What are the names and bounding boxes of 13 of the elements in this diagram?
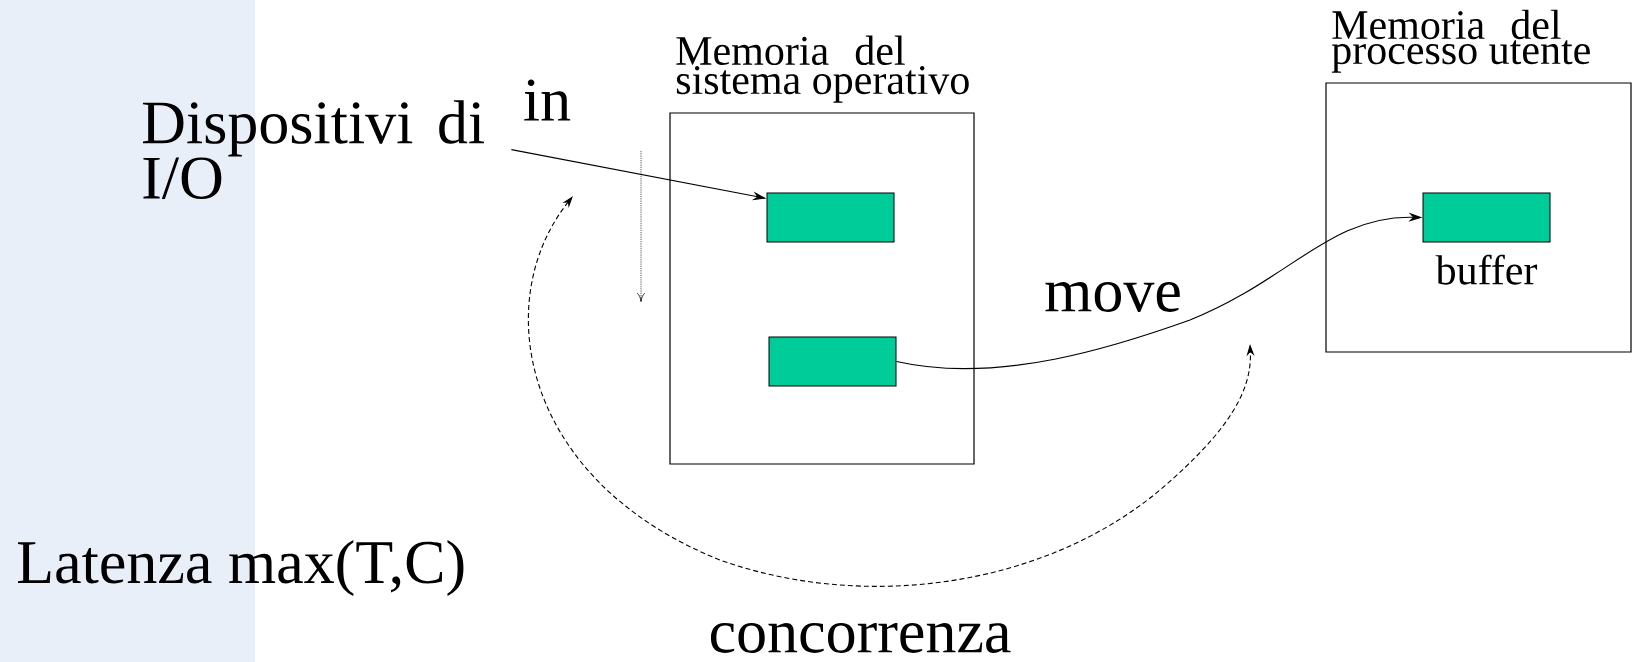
memory-box	[1325, 82, 1632, 353]
buffer-label: buffer	[1435, 254, 1538, 285]
device-label: Dispositivi di I/O	[143, 100, 484, 200]
edge-label: in	[520, 77, 574, 123]
box-heading: Memoria del sistema operativo	[676, 35, 969, 103]
note-text: concorrenza	[710, 623, 1011, 653]
slot-box	[1422, 192, 1551, 243]
note-text: Latenza max(T,C)	[18, 539, 464, 597]
slot-box	[768, 336, 897, 387]
memory-box	[669, 112, 975, 465]
slot-box	[766, 192, 895, 243]
box-heading: Memoria del processo utente	[1331, 9, 1590, 73]
edge-label: move	[1042, 280, 1184, 314]
